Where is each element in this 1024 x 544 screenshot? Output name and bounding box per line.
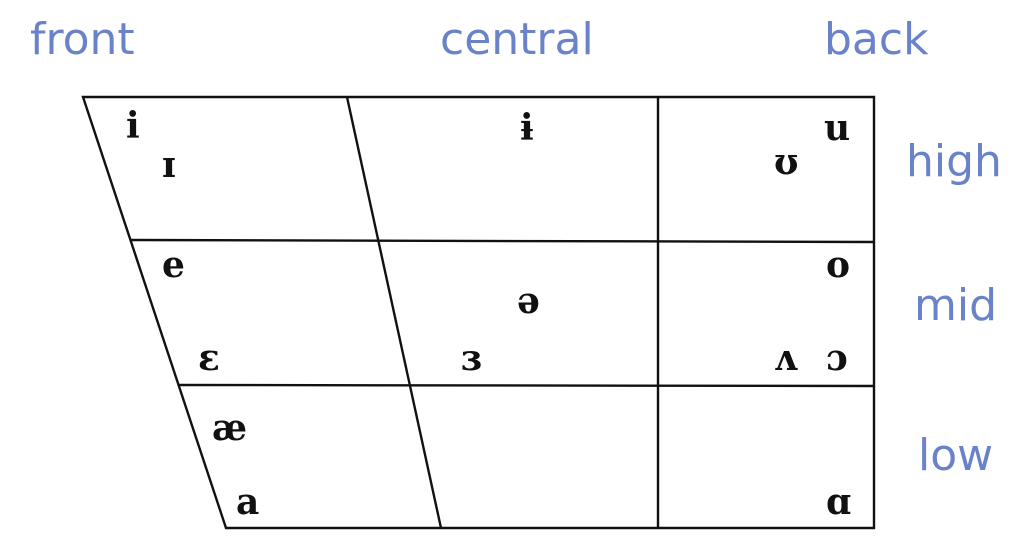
vowel-schwa: ə xyxy=(517,280,540,322)
vowel-reversed-open-e: ɜ xyxy=(461,337,481,379)
vowel-open-e: ɛ xyxy=(198,337,220,379)
vowel-e: e xyxy=(162,244,185,286)
vowel-open-o: ɔ xyxy=(826,337,848,379)
row-label-low: low xyxy=(918,430,994,481)
divider-high-mid xyxy=(129,238,875,244)
column-label-front: front xyxy=(30,14,135,65)
vowel-i: i xyxy=(126,105,140,147)
column-label-central: central xyxy=(440,14,594,65)
vowel-o: o xyxy=(826,244,850,286)
vowel-ash: æ xyxy=(212,407,247,449)
vowel-turned-v: ʌ xyxy=(774,337,798,379)
vowel-small-cap-i: ɪ xyxy=(162,144,176,186)
vowel-upsilon: ʊ xyxy=(774,141,798,183)
divider-mid-low xyxy=(177,383,875,388)
column-label-back: back xyxy=(824,14,929,65)
vowel-barred-i: ɨ xyxy=(520,107,534,149)
vowel-script-a: ɑ xyxy=(826,481,851,523)
row-label-mid: mid xyxy=(914,280,998,331)
divider-front-central xyxy=(345,96,443,529)
trapezoid-outline xyxy=(81,95,876,530)
vowel-u: u xyxy=(824,107,850,149)
row-label-high: high xyxy=(906,136,1002,187)
vowel-a: a xyxy=(236,481,259,523)
